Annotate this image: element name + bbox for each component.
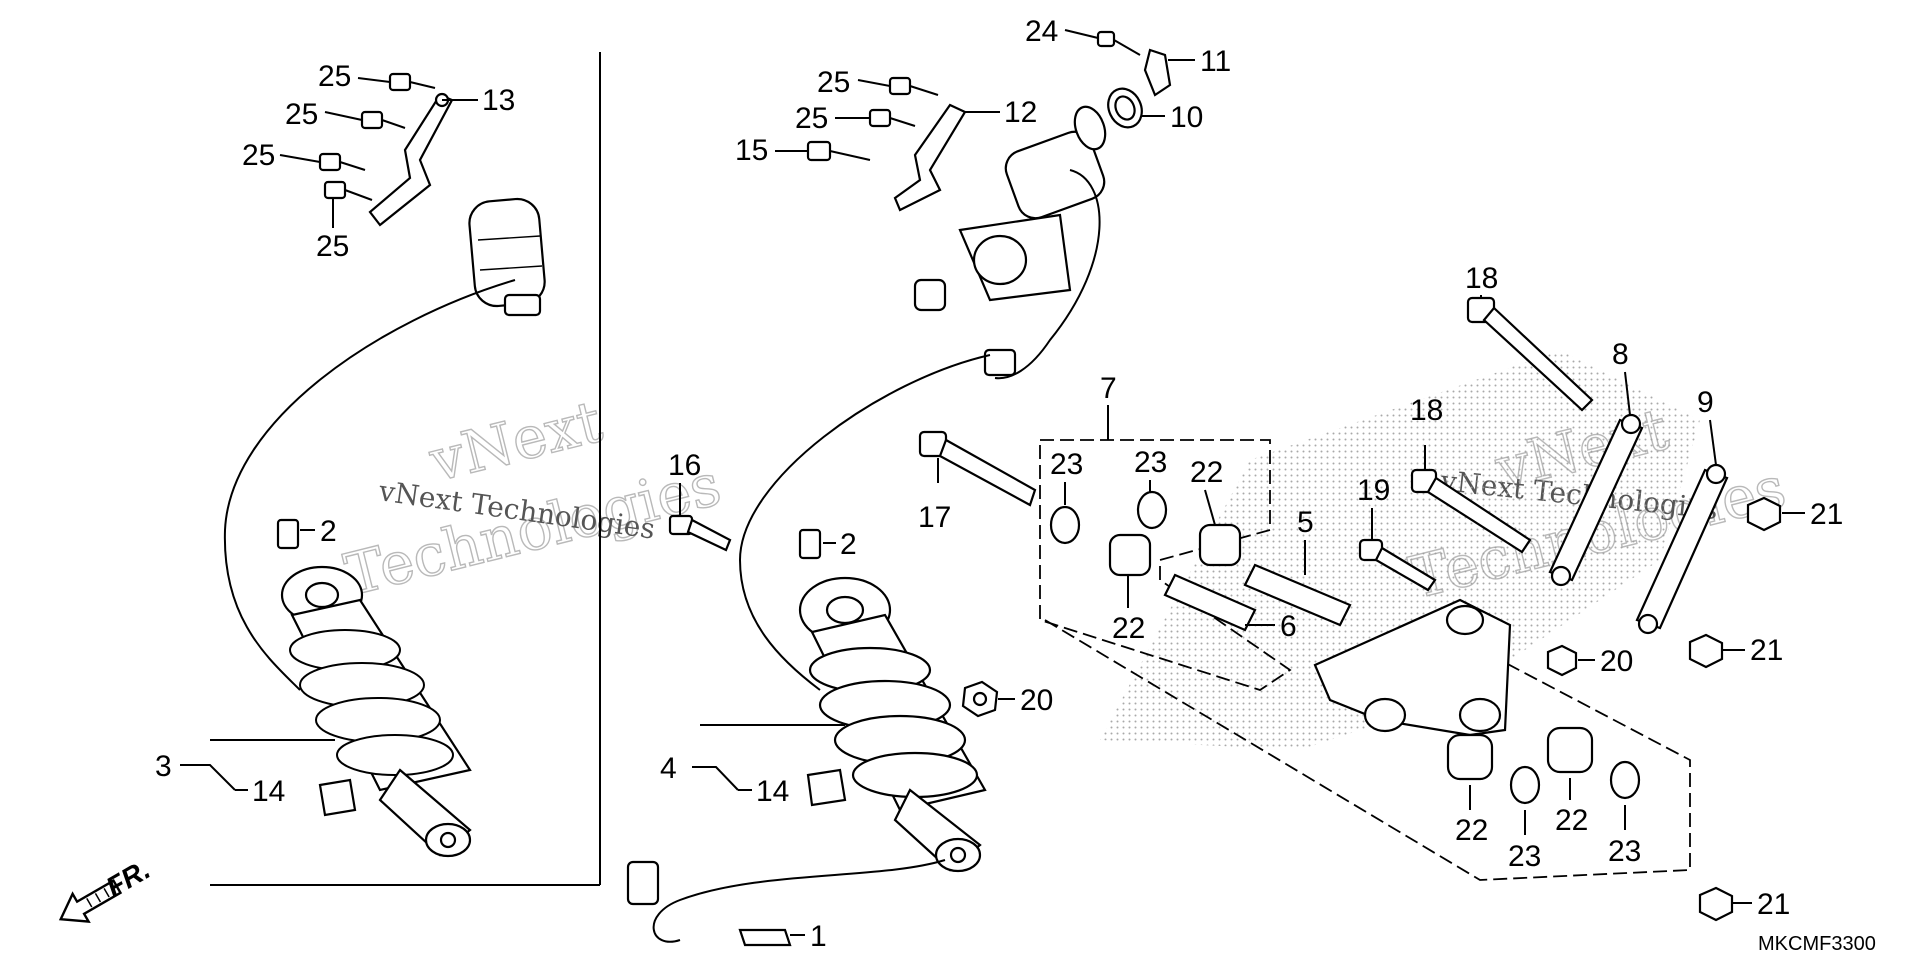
callout-2: 2: [320, 515, 337, 548]
link-plates-8-9: [1548, 413, 1729, 635]
bolt-16: [668, 514, 732, 552]
callout-21: 21: [1757, 888, 1790, 921]
small-parts-10-11-24: [1096, 30, 1172, 129]
left-panel-border: [210, 52, 601, 886]
callout-16: 16: [668, 449, 701, 482]
diagram-code: MKCMF3300: [1758, 933, 1876, 955]
callout-5: 5: [1297, 506, 1314, 539]
callout-14: 14: [756, 775, 789, 808]
callout-20: 20: [1020, 684, 1053, 717]
callout-18: 18: [1465, 262, 1498, 295]
callout-22: 22: [1112, 612, 1145, 645]
callout-23: 23: [1050, 448, 1083, 481]
callout-14: 14: [252, 775, 285, 808]
callout-1: 1: [810, 920, 827, 953]
callout-13: 13: [482, 84, 515, 117]
stipple-region: [1100, 350, 1700, 750]
callout-20: 20: [1600, 645, 1633, 678]
bolt-17: [918, 430, 1037, 507]
callout-4: 4: [660, 752, 677, 785]
rear-shock-absorber-center: [626, 105, 1107, 947]
callout-3: 3: [155, 750, 172, 783]
callout-25: 25: [817, 66, 850, 99]
bracket-13-left: [368, 92, 454, 227]
callout-9: 9: [1697, 386, 1714, 419]
callout-15: 15: [735, 134, 768, 167]
callout-25: 25: [316, 230, 349, 263]
callout-23: 23: [1608, 835, 1641, 868]
bolts-25-left: [318, 72, 436, 201]
callout-12: 12: [1004, 96, 1037, 129]
callout-22: 22: [1455, 814, 1488, 847]
watermark-left: vNext Technologies: [338, 386, 728, 609]
bushing-kit-7: [1039, 439, 1352, 691]
callout-25: 25: [242, 139, 275, 172]
callout-23: 23: [1134, 446, 1167, 479]
bracket-12-center: [893, 103, 967, 212]
arrow-icon: [58, 879, 123, 923]
callout-18: 18: [1410, 394, 1443, 427]
callout-21: 21: [1810, 498, 1843, 531]
rear-shock-absorber-left: [223, 197, 546, 858]
leader-lines: [180, 29, 1805, 936]
callout-17: 17: [918, 501, 951, 534]
callout-22: 22: [1190, 456, 1223, 489]
callout-labels: 25 25 25 25 13 2 3 14 16 2 4 14 1 20 17 …: [155, 15, 1843, 953]
suspension-link-arm: [1044, 598, 1691, 881]
nuts-21-20-right: [1546, 496, 1782, 922]
callout-25: 25: [795, 102, 828, 135]
front-direction-arrow: FR.: [58, 854, 155, 923]
callout-8: 8: [1612, 338, 1629, 371]
callout-11: 11: [1200, 45, 1231, 78]
callout-25: 25: [318, 60, 351, 93]
callout-6: 6: [1280, 610, 1297, 643]
callout-25: 25: [285, 98, 318, 131]
callout-19: 19: [1357, 474, 1390, 507]
nut-20-center: [961, 680, 999, 718]
callout-24: 24: [1025, 15, 1058, 48]
callout-7: 7: [1100, 372, 1117, 405]
callout-10: 10: [1170, 101, 1203, 134]
bolts-18-19: [1358, 296, 1594, 592]
callout-23: 23: [1508, 840, 1541, 873]
callout-2: 2: [840, 528, 857, 561]
callout-22: 22: [1555, 804, 1588, 837]
callout-21: 21: [1750, 634, 1783, 667]
watermark-line1: vNext: [422, 387, 608, 495]
